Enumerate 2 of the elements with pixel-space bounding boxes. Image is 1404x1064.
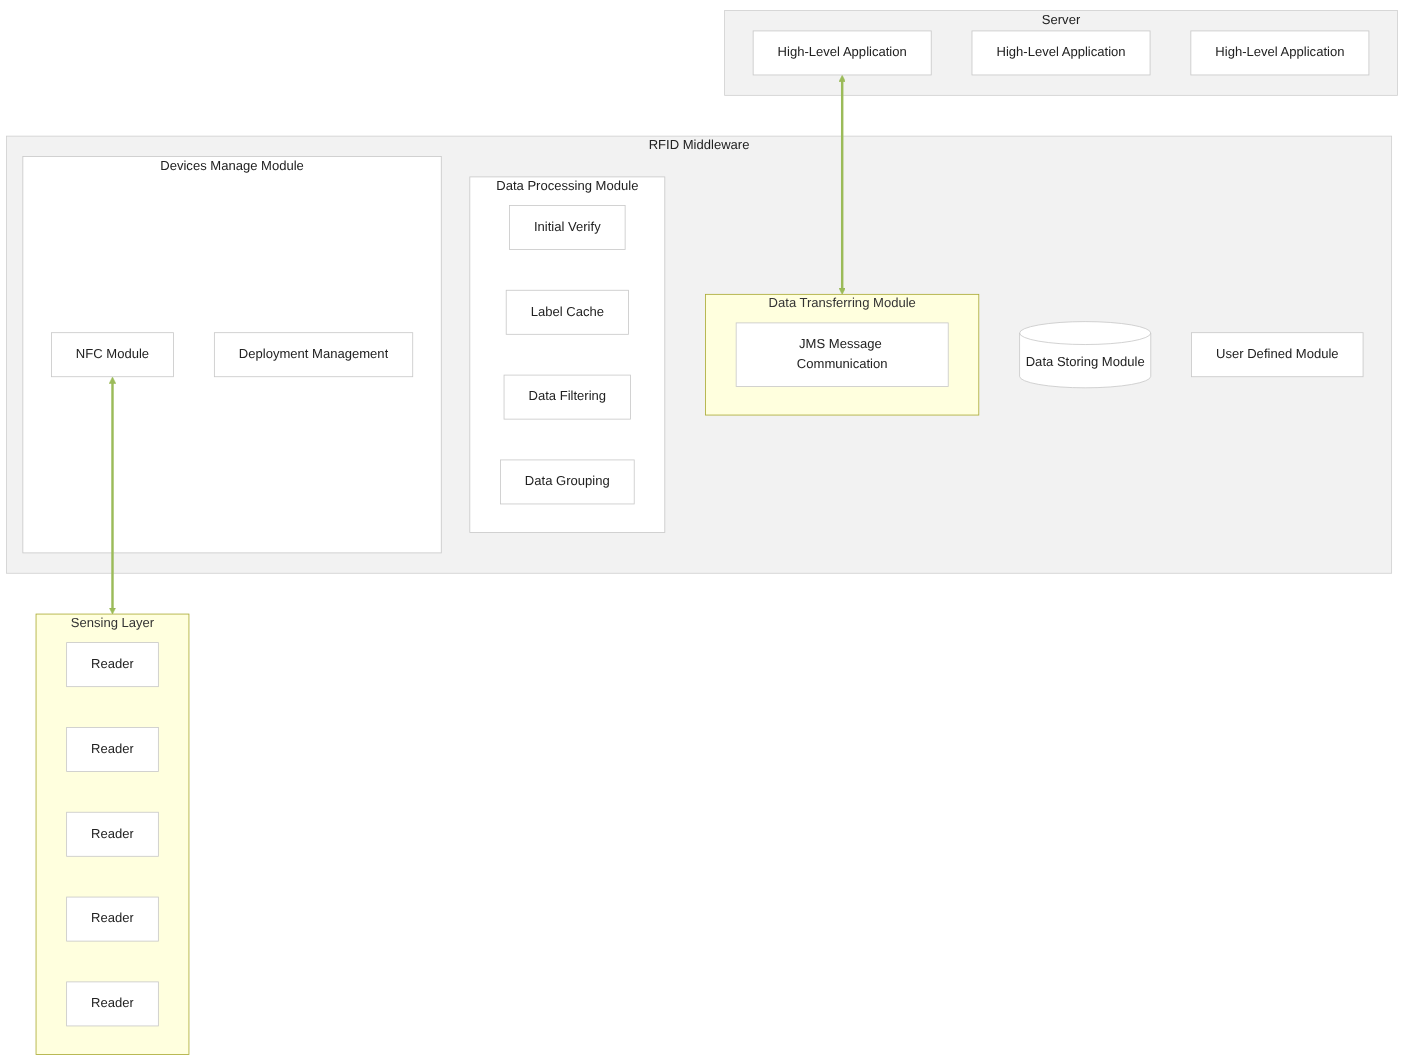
arrow [108,376,117,614]
arrow [838,74,846,295]
